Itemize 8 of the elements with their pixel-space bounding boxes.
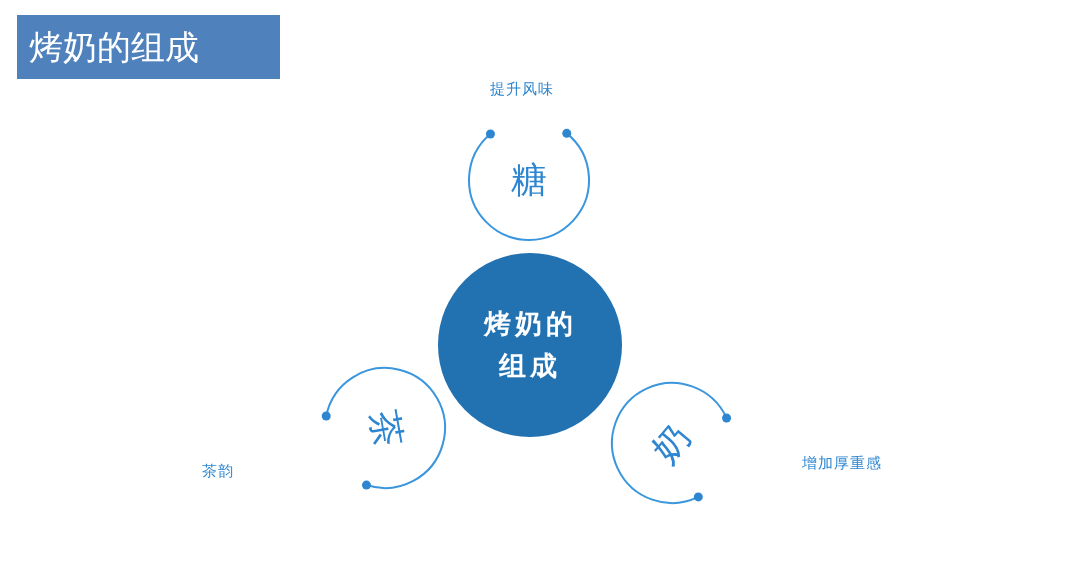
note-text: 增加厚重感 (802, 454, 882, 473)
caption-text: 提升风味 (490, 80, 554, 99)
node-label: 茶 (361, 406, 411, 450)
node-label: 奶 (642, 414, 700, 472)
note-text: 茶韵 (202, 462, 234, 481)
node-label: 糖 (511, 157, 547, 202)
node-label: 烤奶的组成 (482, 307, 578, 383)
title-banner: 烤奶的组成 (17, 15, 280, 79)
